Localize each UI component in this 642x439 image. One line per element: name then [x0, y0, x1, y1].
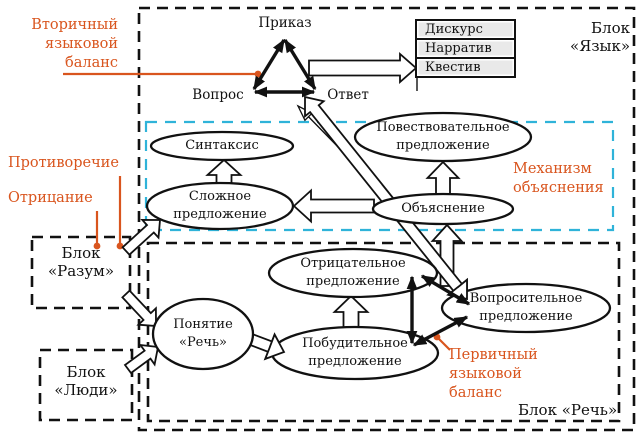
- explanation-label: Объяснение: [401, 201, 485, 216]
- question-label: Вопрос: [192, 87, 244, 103]
- mind-to-concept-arrow: [121, 289, 157, 327]
- table-row: Дискурс: [417, 21, 514, 40]
- order-label: Приказ: [258, 15, 312, 31]
- imperative-interrogative-edge: [412, 315, 469, 347]
- interrogative-sentence-node: [440, 282, 612, 334]
- speech-acts-table: Дискурс Нарратив Квестив: [415, 19, 516, 78]
- people-block-title: Блок«Люди»: [54, 363, 118, 399]
- thick-double-arrows: [252, 38, 471, 347]
- speech-concept-node: [151, 297, 255, 371]
- triangle-to-table-arrow: [308, 52, 418, 84]
- explanation-to-complex-arrow: [292, 188, 375, 224]
- secondary-balance-label: Вторичный языковой баланс: [31, 17, 118, 71]
- language-block-frame: [137, 6, 636, 432]
- speech-block-frame: [146, 241, 621, 423]
- mind-to-complex-arrow: [121, 218, 161, 256]
- explanation-node: [371, 192, 515, 226]
- concept-nodes: [145, 111, 612, 381]
- imperative-arrowhead: [263, 332, 286, 361]
- negation-label: Отрицание: [8, 190, 93, 206]
- contradiction-label: Противоречие: [8, 155, 119, 171]
- primary-balance-label: Первичный языковой баланс: [449, 347, 538, 401]
- order-question-edge: [252, 38, 286, 91]
- complex-sentence-node: [145, 181, 295, 231]
- mind-block-title: Блок«Разум»: [47, 244, 115, 280]
- table-row: Квестив: [417, 59, 514, 76]
- answer-label: Ответ: [327, 87, 369, 103]
- mind-block-frame: [30, 235, 132, 310]
- speech-block-title: Блок «Речь»: [518, 401, 618, 419]
- table-row: Нарратив: [417, 40, 514, 59]
- syntax-label: Синтаксис: [185, 138, 259, 153]
- language-block-title: Блок«Язык»: [570, 19, 630, 55]
- explanation-to-narrative-arrow: [425, 160, 461, 197]
- people-to-concept-arrow: [123, 343, 160, 375]
- negative-sentence-node: [267, 247, 439, 299]
- order-answer-edge: [283, 38, 317, 91]
- imperative-to-negative-arrow: [332, 294, 370, 330]
- people-block-frame: [38, 348, 134, 422]
- narrative-sentence-node: [353, 111, 533, 163]
- speech-concept-label: Понятие«Речь»: [173, 317, 233, 350]
- syntax-node: [149, 130, 295, 162]
- negative-interrogative-edge: [420, 274, 471, 306]
